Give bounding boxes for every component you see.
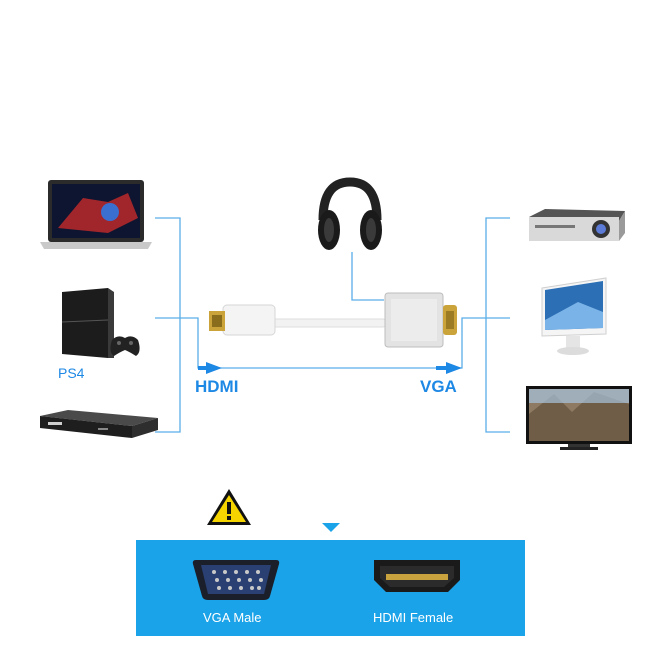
- gamepad-icon: [110, 336, 140, 356]
- hdmi-female-caption: HDMI Female: [373, 610, 454, 625]
- set-top-box-icon: [40, 410, 158, 438]
- projector-icon: [529, 209, 625, 241]
- monitor-icon: [541, 277, 607, 355]
- vga-male-caption: VGA Male: [203, 610, 262, 625]
- laptop-icon: [40, 180, 152, 249]
- tv-icon: [526, 386, 632, 450]
- hdmi-label: HDMI: [195, 377, 239, 396]
- headphones-icon: [318, 177, 382, 250]
- hdmi-vga-adapter-cable: [209, 292, 457, 348]
- warning-icon: [207, 489, 251, 525]
- vga-label: VGA: [420, 377, 457, 396]
- vga-port-icon: [192, 560, 280, 600]
- hdmi-port-icon: [374, 560, 460, 592]
- ps4-label: PS4: [58, 365, 85, 381]
- pointer-icon: [322, 523, 340, 532]
